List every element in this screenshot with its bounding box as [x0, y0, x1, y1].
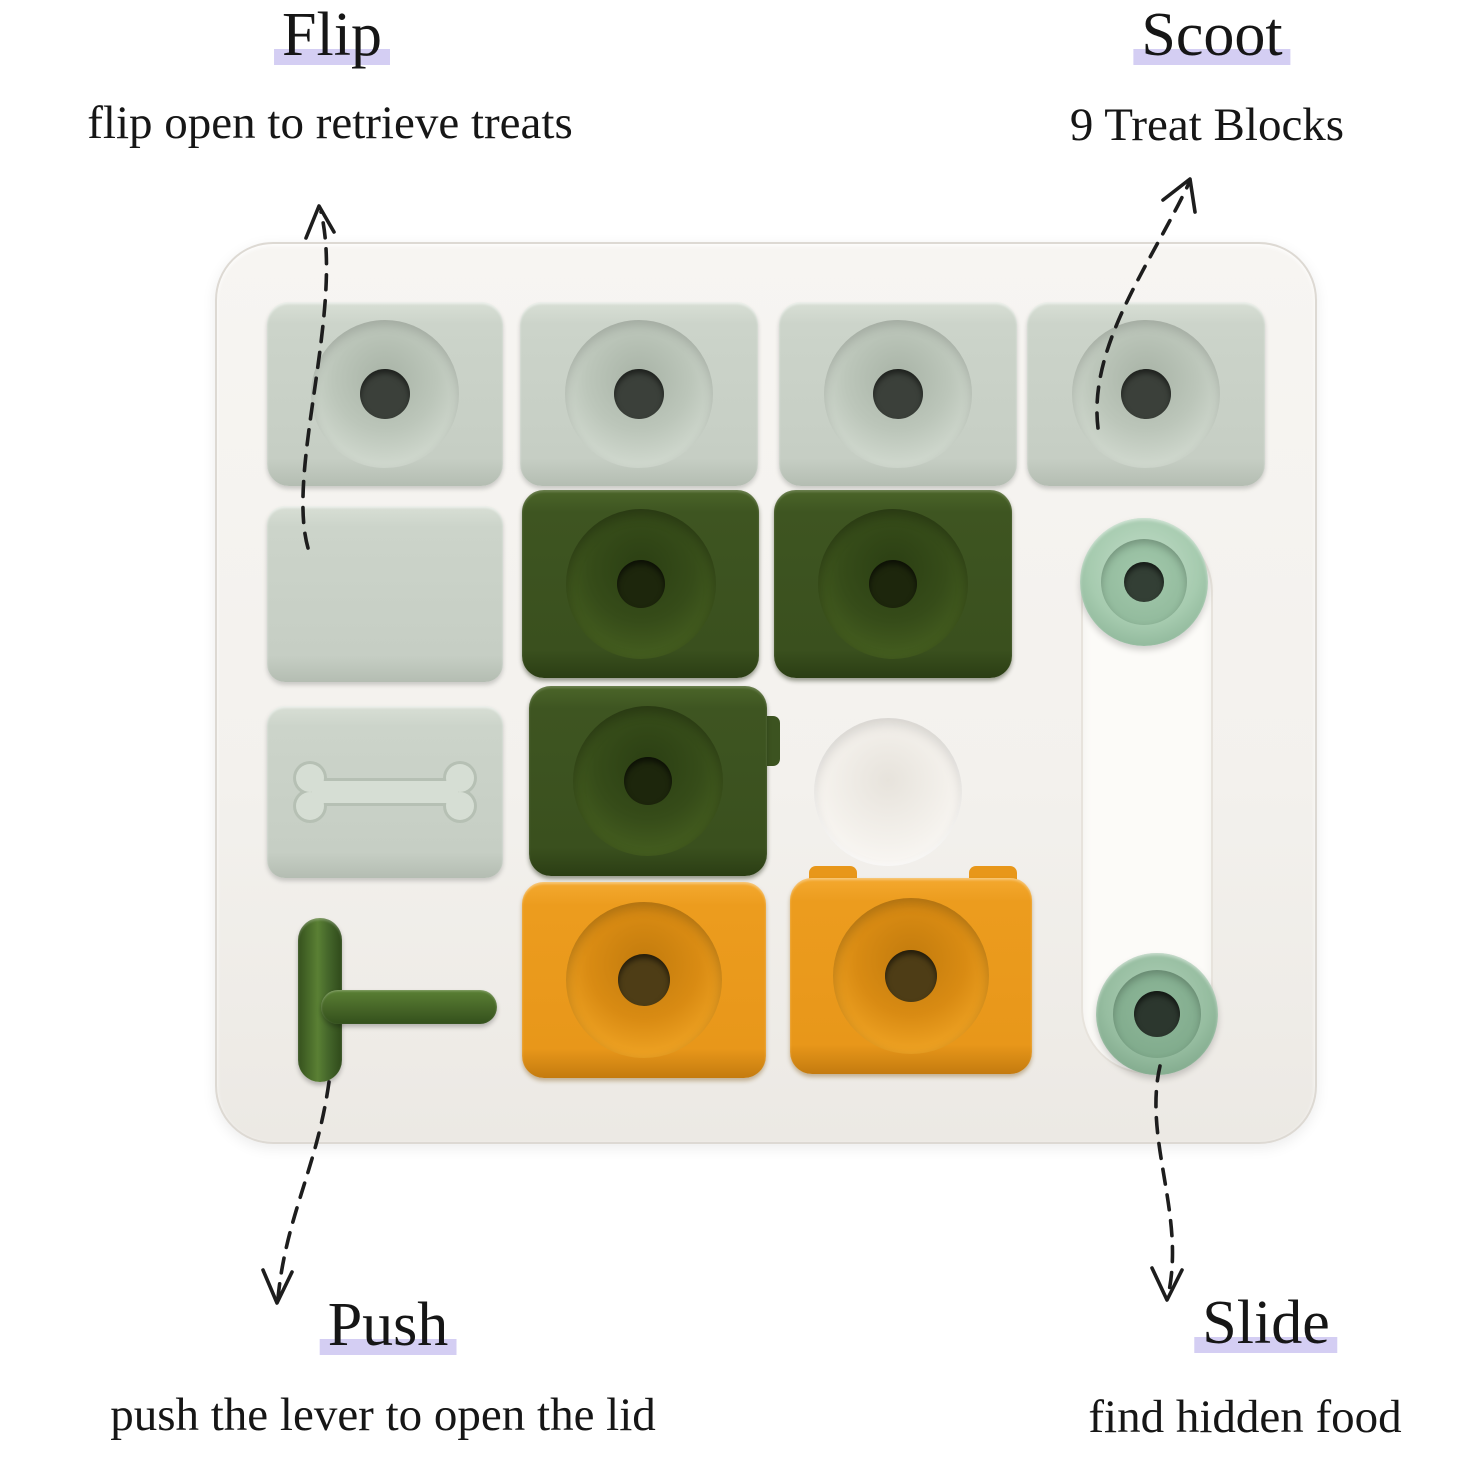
flip-heading: Flip: [274, 0, 390, 72]
scoot-subtitle: 9 Treat Blocks: [1069, 99, 1345, 151]
treat-block-green-2: [774, 490, 1012, 678]
slide-knob-top: [1080, 518, 1208, 646]
knob-hole: [1134, 991, 1180, 1037]
treat-block-sage-2: [520, 302, 758, 486]
bone-icon: [293, 761, 477, 823]
push-lever-arm: [321, 990, 497, 1024]
slide-knob-bottom: [1096, 953, 1218, 1075]
scoot-heading: Scoot: [1133, 0, 1291, 72]
treat-hole: [616, 560, 665, 608]
flip-subtitle: flip open to retrieve treats: [87, 97, 573, 149]
push-subtitle: push the lever to open the lid: [110, 1389, 656, 1441]
treat-block-sage-3: [779, 302, 1017, 486]
treat-well: [573, 706, 723, 856]
treat-well: [566, 902, 722, 1058]
treat-well: [818, 509, 968, 659]
treat-well: [833, 898, 989, 1054]
treat-block-green-1: [522, 490, 759, 678]
flip-lid-bone: [267, 706, 503, 878]
knob-ring: [1101, 539, 1187, 625]
treat-well: [824, 320, 972, 468]
treat-hole: [1121, 369, 1171, 419]
treat-hole: [873, 369, 923, 419]
block-connector-tab: [767, 716, 780, 766]
treat-hole: [624, 757, 672, 805]
treat-well: [565, 509, 716, 659]
treat-well: [1072, 320, 1220, 468]
treat-block-orange-2: [790, 878, 1032, 1074]
block-connector-tab: [969, 866, 1017, 880]
treat-hole: [885, 950, 937, 1002]
treat-block-green-3: [529, 686, 767, 876]
treat-hole: [360, 369, 410, 419]
treat-block-orange-1: [522, 882, 766, 1078]
block-connector-tab: [809, 866, 857, 880]
push-heading: Push: [319, 1290, 457, 1362]
empty-slot: [814, 718, 962, 866]
flip-lid-plain: [267, 506, 503, 682]
slide-subtitle: find hidden food: [1088, 1391, 1402, 1443]
treat-well: [565, 320, 713, 468]
treat-hole: [614, 369, 664, 419]
treat-hole: [618, 954, 670, 1006]
knob-hole: [1124, 562, 1164, 602]
treat-block-sage-4: [1027, 302, 1265, 486]
treat-hole: [869, 560, 917, 608]
slide-heading: Slide: [1194, 1288, 1338, 1360]
knob-ring: [1113, 970, 1201, 1058]
treat-block-sage-1: [267, 302, 503, 486]
treat-well: [311, 320, 459, 468]
puzzle-board: [215, 242, 1317, 1144]
